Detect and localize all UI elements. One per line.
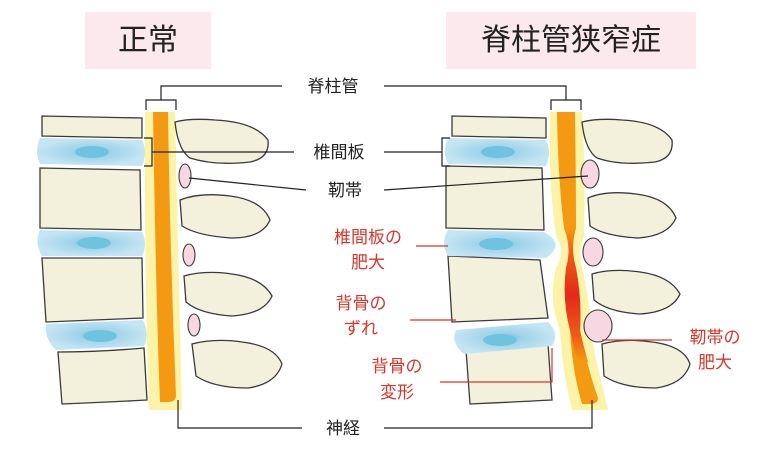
label-disc-bulge-line1: 椎間板の — [334, 228, 402, 248]
vertebra-s3 — [447, 255, 549, 323]
ligaments-stenosis — [580, 159, 613, 343]
disc-2-core — [77, 237, 111, 249]
disc-3-core — [83, 330, 117, 342]
stenosis-spine — [444, 112, 691, 410]
disc-s2-core — [479, 238, 513, 250]
text-labels: 脊柱管 椎間板 靭帯 神経 椎間板の 肥大 背骨の ずれ 背骨の 変形 靭帯の … — [308, 77, 741, 439]
disc-1-core — [75, 146, 109, 158]
label-nerve: 神経 — [326, 419, 360, 439]
label-ligament: 靭帯 — [328, 181, 362, 201]
vertebral-bodies — [39, 115, 148, 405]
label-lig-thick-line2: 肥大 — [698, 353, 732, 373]
nerve-cord-compressed — [557, 112, 598, 404]
vertebra-4 — [57, 347, 148, 405]
nerve-cord — [153, 112, 176, 402]
vertebra-s2 — [445, 165, 545, 231]
lamina-3 — [183, 271, 273, 317]
disc-s3-core — [483, 334, 517, 346]
posterior-elements-stenosis — [581, 118, 691, 389]
line-canal-right — [384, 85, 567, 100]
label-spinal-canal: 脊柱管 — [308, 77, 359, 97]
lamina-s3 — [591, 269, 681, 315]
lamina-2 — [179, 194, 271, 239]
label-slip-line1: 背骨の — [336, 294, 387, 314]
line-canal — [160, 85, 282, 100]
lamina-4 — [191, 339, 283, 389]
disc-s1-core — [481, 146, 515, 158]
bracket-canal-left — [145, 99, 177, 110]
vertebral-bodies-stenosis — [445, 115, 553, 405]
vertebra-1 — [41, 115, 143, 139]
ligament-s2 — [582, 237, 604, 267]
ligament-s3-thickened — [583, 309, 613, 343]
callout-lines — [144, 85, 593, 429]
lamina-1 — [174, 118, 269, 164]
line-nerve-right — [384, 400, 593, 429]
lamina-s1 — [581, 118, 673, 164]
ligament-s1 — [580, 159, 600, 189]
label-deform-line1: 背骨の — [372, 357, 423, 377]
ligament-1 — [178, 163, 192, 189]
label-disc: 椎間板 — [314, 143, 365, 163]
ligament-2 — [182, 243, 196, 267]
lamina-s4 — [601, 339, 691, 389]
vertebra-s1 — [451, 115, 547, 139]
line-ligament-right — [383, 175, 589, 191]
vertebra-2 — [39, 167, 142, 231]
vertebra-s4 — [465, 343, 553, 405]
line-deform — [440, 348, 553, 383]
discs — [37, 138, 147, 350]
line-ligament-left — [188, 177, 307, 191]
red-callout-lines — [410, 245, 672, 383]
bracket-canal-right — [550, 99, 582, 110]
compression-zone — [564, 228, 588, 362]
normal-spine — [37, 112, 283, 410]
ligaments — [178, 163, 201, 337]
label-disc-bulge-line2: 肥大 — [351, 253, 385, 273]
heading-stenosis: 脊柱管狭窄症 — [446, 12, 696, 69]
line-nerve-left — [177, 400, 302, 429]
label-deform-line2: 変形 — [380, 383, 414, 403]
lamina-s2 — [587, 192, 677, 239]
heading-normal: 正常 — [85, 12, 211, 69]
vertebra-3 — [41, 257, 144, 323]
label-slip-line2: ずれ — [344, 319, 378, 339]
label-lig-thick-line1: 靭帯の — [690, 328, 741, 348]
discs-stenosis — [444, 138, 556, 354]
ligament-3 — [187, 313, 201, 337]
